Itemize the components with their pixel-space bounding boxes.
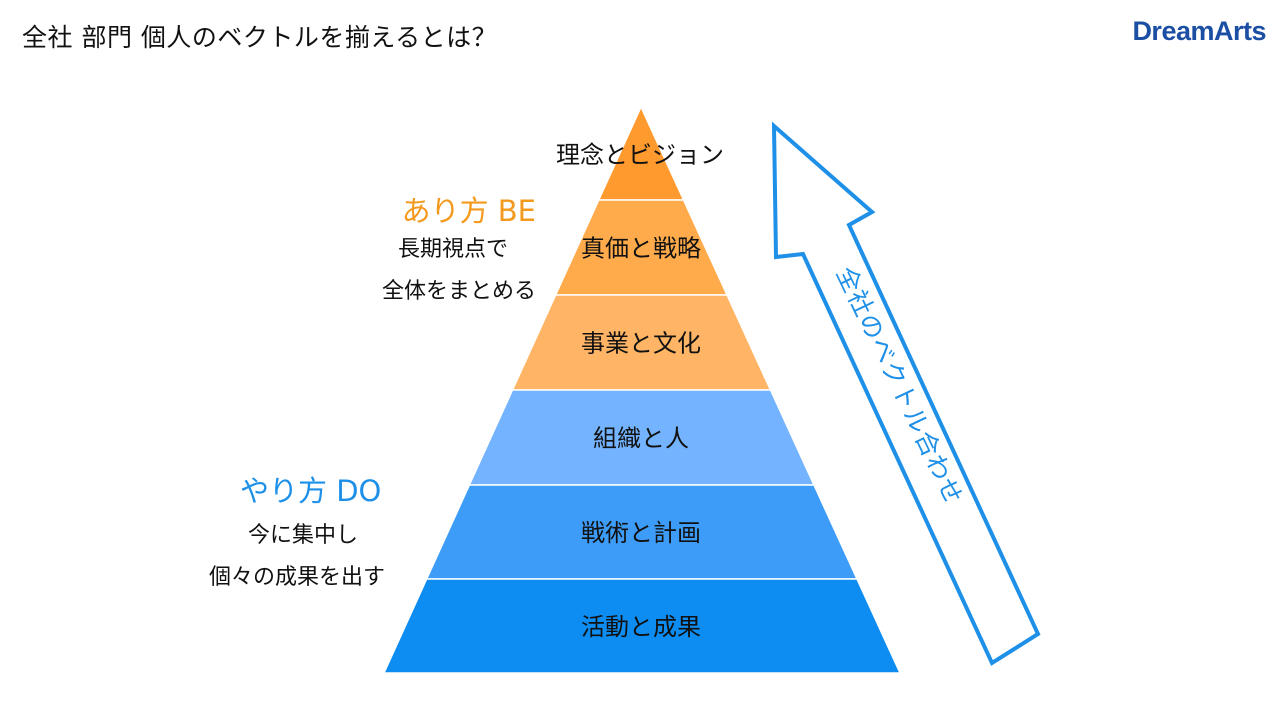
be-group: あり方 BE 長期視点で 全体をまとめる (276, 192, 536, 314)
do-group: やり方 DO (240, 472, 500, 510)
arrow-shape (771, 121, 1041, 666)
be-heading: あり方 BE (401, 194, 536, 228)
do-line-2: 個々の成果を出す (209, 565, 386, 590)
pyramid-level-label-6: 活動と成果 (581, 613, 701, 641)
pyramid-level-6 (382, 578, 902, 674)
do-line-1: 今に集中し (248, 523, 359, 548)
pyramid-level-label-1: 理念とビジョン (556, 141, 724, 169)
slide-title: 全社 部門 個人のベクトルを揃えるとは？ (22, 23, 498, 52)
do-heading: やり方 DO (240, 474, 382, 508)
pyramid-level-label-4: 組織と人 (593, 425, 689, 453)
pyramid-level-label-5: 戦術と計画 (581, 519, 701, 547)
be-line-1: 長期視点で (397, 237, 508, 262)
arrow-label: 全社のベクトル合わせ (831, 262, 969, 509)
dreamarts-logo: DreamArts (1132, 16, 1266, 46)
pyramid-level-label-3: 事業と文化 (581, 330, 701, 358)
be-line-2: 全体をまとめる (381, 279, 536, 304)
pyramid-level-label-2: 真価と戦略 (581, 235, 701, 263)
